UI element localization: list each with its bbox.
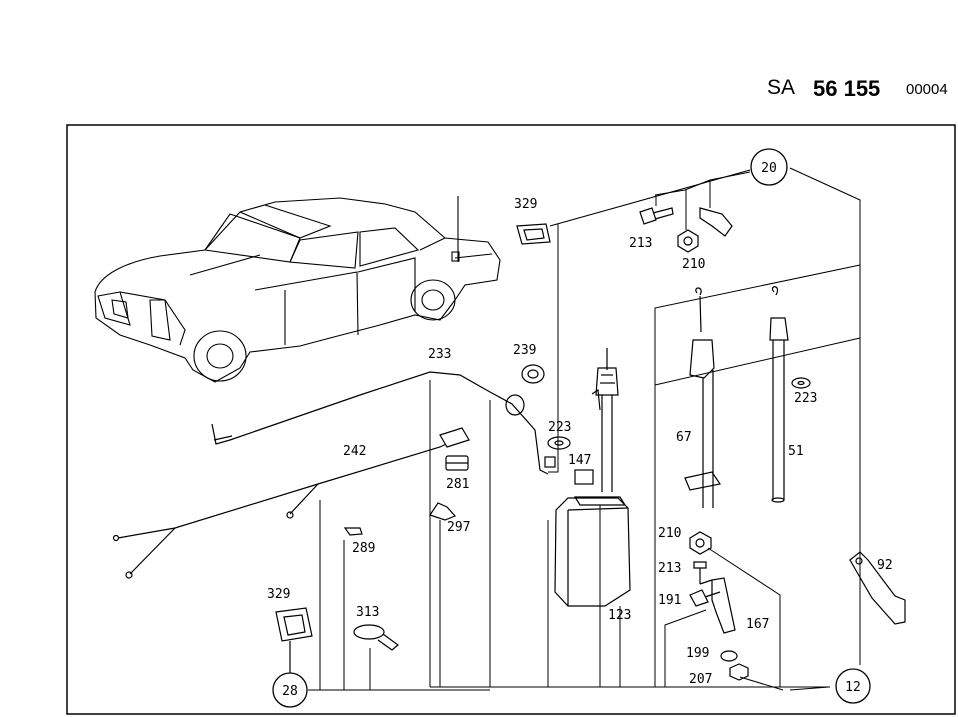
clamp-297 [429,502,457,521]
label-210-top: 210 [682,257,705,272]
label-213-lower: 213 [658,561,681,576]
connector-147 [574,469,594,485]
reference-lines [308,167,861,691]
label-51: 51 [788,444,804,459]
label-67: 67 [676,430,692,445]
clip-top-right [699,207,733,237]
car-illustration [94,196,501,383]
label-329-bottom: 329 [267,587,290,602]
callout-circle-20: 20 [750,148,788,186]
label-223-left: 223 [548,420,571,435]
antenna-cable-233 [211,371,556,475]
nut-210-top [677,229,699,253]
antenna-mast-67 [684,287,721,508]
label-329-top: 329 [514,197,537,212]
label-92: 92 [877,558,893,573]
nut-207 [729,663,749,681]
label-239: 239 [513,343,536,358]
grommet-329-bottom [275,607,313,642]
washer-223-right [791,377,811,389]
screw-213-lower [693,561,707,584]
label-191: 191 [658,593,681,608]
diagram-frame [66,124,956,715]
bracket-92 [849,551,906,625]
bracket-167 [699,577,736,634]
label-281: 281 [446,477,469,492]
callout-circle-28: 28 [272,641,308,708]
label-207: 207 [689,672,712,687]
label-313: 313 [356,605,379,620]
label-223-right: 223 [794,391,817,406]
grommet-239 [521,364,545,384]
label-123: 123 [608,608,631,623]
catalog-number: 56 155 [813,76,881,101]
washer-223 [547,436,571,450]
power-antenna-123 [554,348,631,607]
bolt-191 [689,589,721,607]
label-147: 147 [568,453,591,468]
label-289: 289 [352,541,375,556]
label-199: 199 [686,646,709,661]
cable-tie-313 [353,624,399,651]
callout-circle-12: 12 [835,668,871,704]
callout-12-label: 12 [845,680,861,695]
nut-210-lower [689,531,712,555]
callout-20-label: 20 [761,161,777,176]
grommet-329-top [516,223,551,245]
catalog-prefix: SA [767,76,796,99]
washer-199 [720,650,738,662]
label-213-top: 213 [629,236,652,251]
label-167: 167 [746,617,769,632]
label-210-lower: 210 [658,526,681,541]
label-242: 242 [343,444,366,459]
callout-28-label: 28 [282,684,298,699]
label-233: 233 [428,347,451,362]
wiring-harness-242 [112,427,470,579]
clip-289 [343,527,363,536]
antenna-mast-51 [769,286,789,503]
label-297: 297 [447,520,470,535]
part-number-labels: 329 213 210 233 239 223 147 67 51 223 24… [267,197,893,687]
clip-281 [445,455,469,471]
bolt-213-top [639,207,674,225]
catalog-sequence: 00004 [906,81,948,98]
